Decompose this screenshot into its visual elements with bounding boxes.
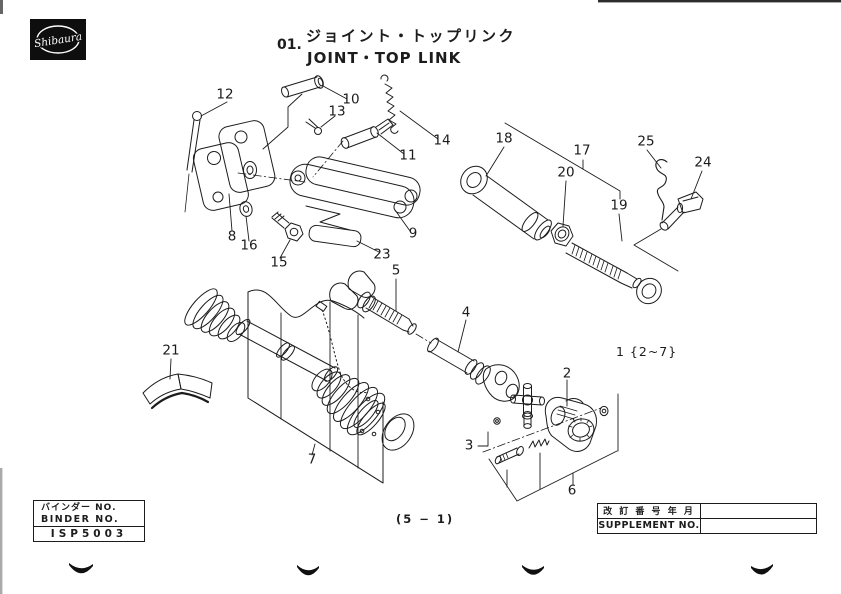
part-13-cotter-pin-small <box>305 118 322 135</box>
part-label-5: 5 <box>391 262 401 279</box>
part-label-25: 25 <box>637 133 655 150</box>
part-label-23: 23 <box>373 246 391 263</box>
part-label-7: 7 <box>307 451 317 468</box>
part-3-cross-journal <box>493 383 545 429</box>
part-label-21: 21 <box>162 342 180 359</box>
assembly-group-note: 1 {2~7} <box>616 344 678 359</box>
part-label-9: 9 <box>408 225 418 242</box>
page-title-english: JOINT・TOP LINK <box>307 49 462 67</box>
part-20-nut <box>550 222 574 247</box>
part-label-19: 19 <box>610 197 628 214</box>
leader-lines <box>169 85 703 502</box>
part-label-12: 12 <box>216 86 234 103</box>
part-9-lever-link <box>289 156 421 231</box>
shibaura-logo: Shibaura <box>30 19 86 60</box>
part-label-8: 8 <box>227 228 237 245</box>
part-label-17: 17 <box>573 142 591 159</box>
binder-label-japanese: バインダー NO. <box>41 503 117 513</box>
part-15-bolt <box>271 211 304 242</box>
part-11-handle-pin <box>340 118 394 149</box>
part-label-18: 18 <box>495 130 513 147</box>
part-label-2: 2 <box>562 365 572 382</box>
part-18-toplink-body <box>460 165 552 241</box>
section-number: 01. <box>277 37 302 53</box>
part-5-yoke-screw <box>329 270 417 335</box>
supplement-header: SUPPLEMENT NO. <box>598 520 700 532</box>
part-10-clevis-pin <box>262 75 324 150</box>
supplement-table: 改 訂 番 号 年 月 SUPPLEMENT NO. <box>597 503 817 534</box>
part-7-pto-guard-group <box>184 288 415 484</box>
part-label-24: 24 <box>694 154 712 171</box>
part-12-cotter-pin <box>184 111 202 213</box>
centerline-3-2 <box>482 407 602 453</box>
part-2-yoke-coupler <box>544 396 597 452</box>
revision-header: 改 訂 番 号 年 月 <box>603 507 695 518</box>
part-label-4: 4 <box>461 304 471 321</box>
part-24-linch-pin <box>659 191 704 231</box>
binder-number-value: ISP5003 <box>50 528 128 540</box>
part-16-washer <box>239 201 253 217</box>
part-label-15: 15 <box>270 254 288 271</box>
part-25-r-clip <box>655 159 668 221</box>
centerlines <box>237 140 344 183</box>
part-14-spring <box>380 74 399 134</box>
centerline-5-4 <box>415 333 432 344</box>
part-label-6: 6 <box>567 482 577 499</box>
page-number: (5 − 1) <box>396 512 455 526</box>
part-label-16: 16 <box>240 237 258 254</box>
part-label-14: 14 <box>433 132 451 149</box>
part-label-13: 13 <box>328 103 346 120</box>
part-8-mounting-bracket <box>192 120 276 211</box>
part-21-manual-booklet <box>142 373 213 410</box>
part-4-tube-yoke <box>427 337 520 402</box>
part-6-bolt-set <box>494 393 619 465</box>
binder-number-box: バインダー NO. BINDER NO. ISP5003 <box>33 500 145 542</box>
part-23-pad <box>308 224 362 248</box>
part-19-threaded-rod <box>565 242 662 305</box>
part-label-3: 3 <box>464 437 474 454</box>
binder-label-english: BINDER NO. <box>41 514 120 525</box>
page-title-japanese: ジョイント・トップリンク <box>306 27 517 45</box>
part-label-10: 10 <box>342 91 360 108</box>
binder-hole-marks <box>69 563 773 576</box>
part-label-20: 20 <box>557 164 575 181</box>
part-label-11: 11 <box>399 147 417 164</box>
